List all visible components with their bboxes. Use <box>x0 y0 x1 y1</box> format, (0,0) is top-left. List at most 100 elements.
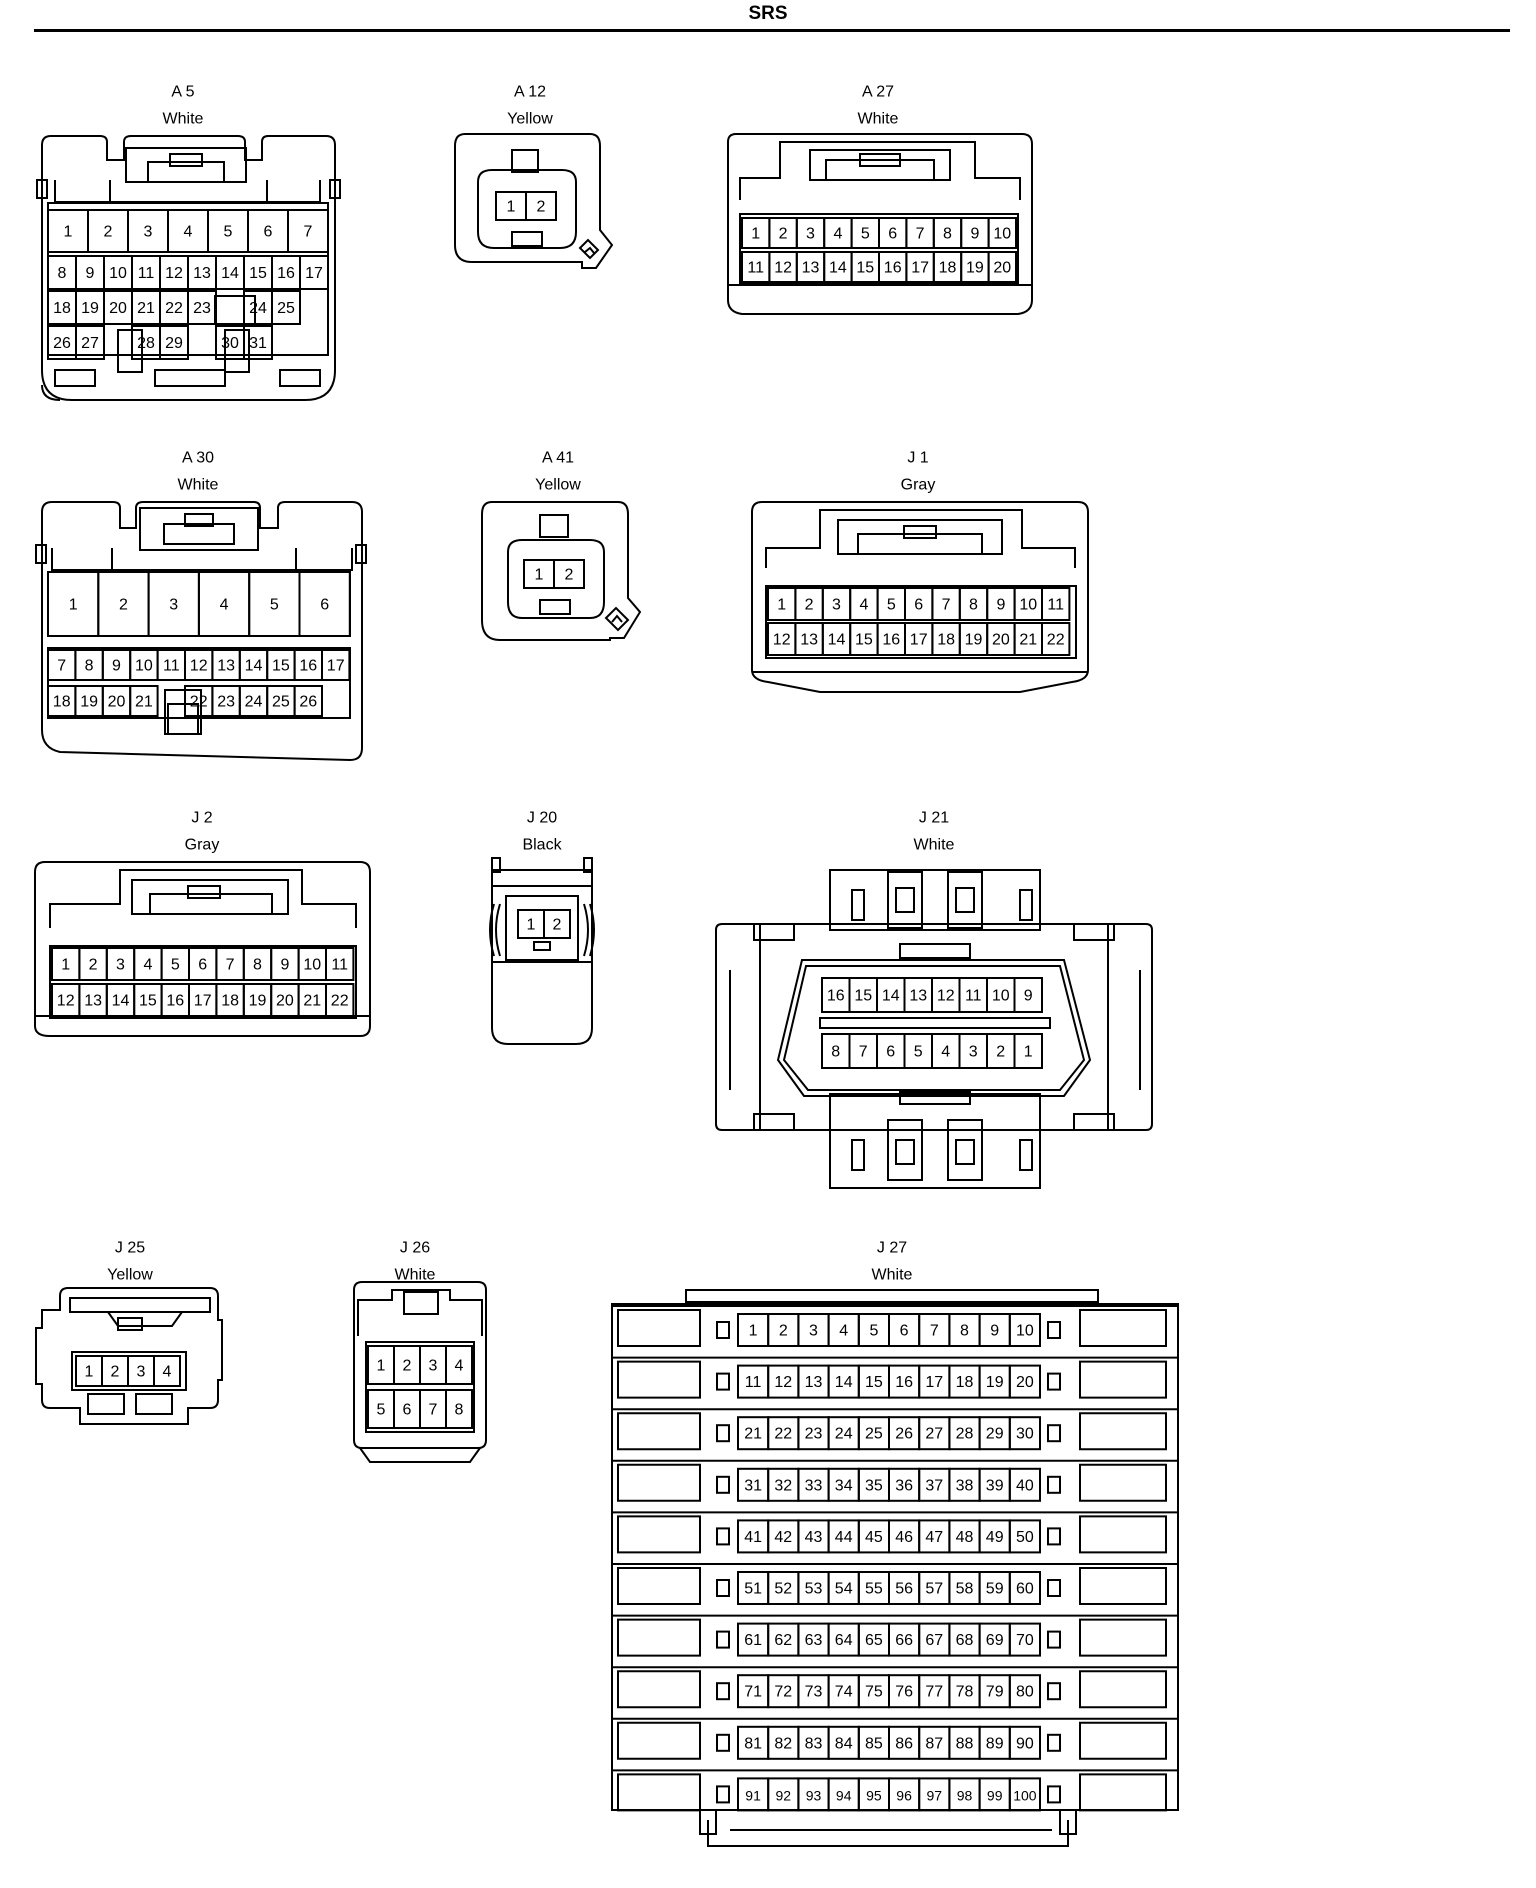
pin-number: 29 <box>986 1426 1004 1443</box>
pin-number: 3 <box>169 597 178 614</box>
pin-number: 11 <box>138 265 155 282</box>
pin-number: 85 <box>865 1735 883 1752</box>
pin-number: 21 <box>1019 632 1037 649</box>
pin-number: 96 <box>896 1787 912 1803</box>
pin-number: 5 <box>377 1402 386 1419</box>
pin-number: 17 <box>327 658 345 675</box>
pin-number: 7 <box>916 226 925 243</box>
pin-number: 28 <box>137 335 155 352</box>
pin-number: 61 <box>744 1632 762 1649</box>
pin-number: 16 <box>884 260 902 277</box>
pin-number: 26 <box>895 1426 913 1443</box>
pin-number: 5 <box>224 224 233 241</box>
pin-number: 2 <box>779 226 788 243</box>
pin-number: 50 <box>1016 1529 1034 1546</box>
pin-number: 15 <box>272 658 290 675</box>
pin-number: 6 <box>886 1044 895 1061</box>
pin-number: 16 <box>895 1374 913 1391</box>
pin-number: 5 <box>171 957 180 974</box>
connector-id: J 21 <box>919 810 949 827</box>
pin-number: 2 <box>119 597 128 614</box>
pin-number: 18 <box>221 993 239 1010</box>
pin-number: 1 <box>507 199 516 216</box>
pin-number: 24 <box>245 694 263 711</box>
pin-number: 15 <box>856 260 874 277</box>
pin-cell <box>287 209 329 253</box>
pin-number: 37 <box>925 1477 943 1494</box>
pin-number: 84 <box>835 1735 853 1752</box>
pin-number: 4 <box>220 597 229 614</box>
pin-number: 7 <box>942 597 951 614</box>
pin-number: 9 <box>1024 988 1033 1005</box>
connector-color: White <box>914 837 955 854</box>
pin-number: 65 <box>865 1632 883 1649</box>
pin-number: 32 <box>774 1477 792 1494</box>
pin-number: 12 <box>190 658 208 675</box>
pin-number: 20 <box>108 694 126 711</box>
connector-id: A 5 <box>171 84 194 101</box>
pin-number: 1 <box>64 224 73 241</box>
connector-id: J 20 <box>527 810 557 827</box>
pin-cell <box>553 559 585 589</box>
pin-number: 3 <box>144 224 153 241</box>
connector-color: White <box>858 111 899 128</box>
pin-cell <box>293 685 324 717</box>
pin-number: 27 <box>925 1426 943 1443</box>
pin-number: 95 <box>866 1787 882 1803</box>
pin-number: 89 <box>986 1735 1004 1752</box>
pin-cell <box>243 325 273 360</box>
pin-number: 17 <box>910 632 928 649</box>
pin-number: 16 <box>277 265 295 282</box>
connector-id: J 27 <box>877 1240 907 1257</box>
pin-number: 26 <box>299 694 317 711</box>
pin-number: 54 <box>835 1581 853 1598</box>
pin-number: 4 <box>833 226 842 243</box>
pin-number: 18 <box>939 260 957 277</box>
pin-number: 81 <box>744 1735 762 1752</box>
pin-number: 13 <box>802 260 820 277</box>
pin-number: 56 <box>895 1581 913 1598</box>
pin-number: 6 <box>264 224 273 241</box>
pin-number: 13 <box>193 265 211 282</box>
pin-number: 25 <box>865 1426 883 1443</box>
pin-number: 19 <box>965 632 983 649</box>
pin-number: 13 <box>805 1374 823 1391</box>
pin-number: 15 <box>139 993 157 1010</box>
connector-id: A 41 <box>542 450 574 467</box>
pin-number: 9 <box>970 226 979 243</box>
pin-number: 5 <box>861 226 870 243</box>
pin-cell <box>1008 1364 1041 1399</box>
pin-number: 91 <box>745 1787 761 1803</box>
pin-number: 55 <box>865 1581 883 1598</box>
pin-number: 16 <box>882 632 900 649</box>
pin-cell <box>525 191 557 221</box>
pin-number: 38 <box>956 1477 974 1494</box>
pin-number: 98 <box>957 1787 973 1803</box>
pin-number: 9 <box>990 1323 999 1340</box>
pin-number: 13 <box>217 658 235 675</box>
pin-number: 5 <box>270 597 279 614</box>
pin-number: 33 <box>805 1477 823 1494</box>
pin-cell <box>1008 1467 1041 1502</box>
pin-number: 9 <box>86 265 95 282</box>
title-rule <box>34 29 1510 32</box>
pin-number: 5 <box>914 1044 923 1061</box>
connector-id: J 2 <box>191 810 212 827</box>
pin-number: 8 <box>943 226 952 243</box>
pin-number: 25 <box>277 300 295 317</box>
pin-number: 4 <box>143 957 152 974</box>
pin-number: 22 <box>1047 632 1065 649</box>
pin-number: 4 <box>184 224 193 241</box>
pin-cell <box>325 983 355 1017</box>
pin-number: 90 <box>1016 1735 1034 1752</box>
pin-number: 10 <box>303 957 321 974</box>
connector-color: White <box>163 111 204 128</box>
